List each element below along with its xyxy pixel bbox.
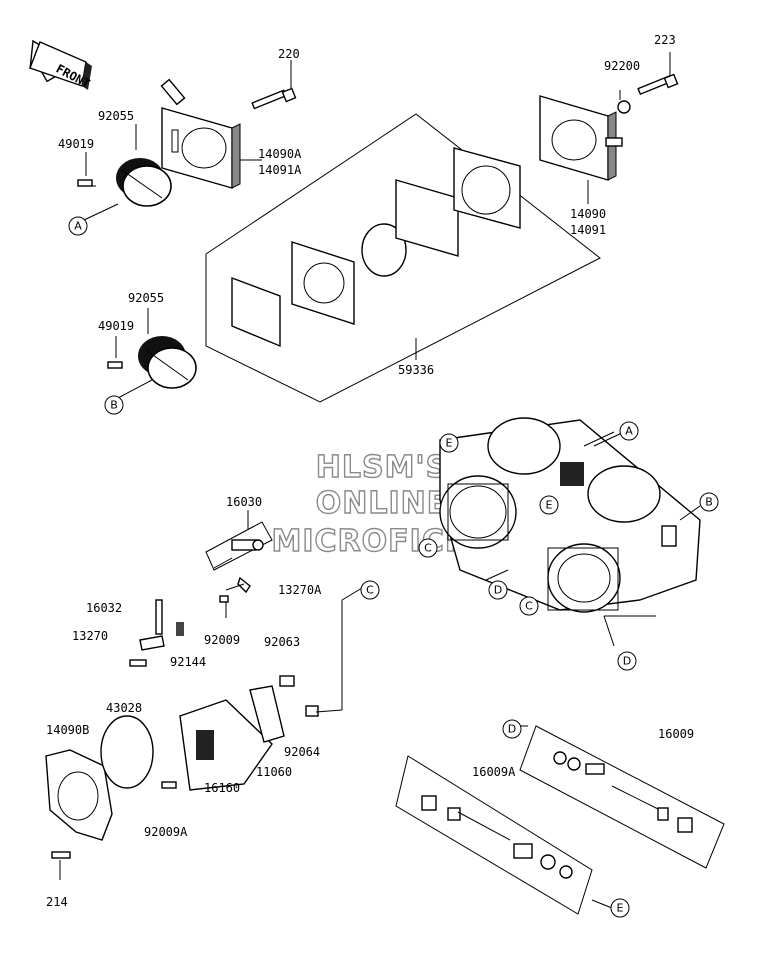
svg-text:A: A — [74, 220, 82, 233]
diaphragm-assembly — [45, 675, 319, 880]
svg-text:D: D — [623, 655, 631, 668]
kit-16009A — [395, 755, 593, 915]
label-14091: 14091 — [570, 223, 606, 237]
label-16032: 16032 — [86, 601, 122, 615]
label-14091A: 14091A — [258, 163, 302, 177]
gasket-92055-top — [77, 124, 172, 221]
cover-14090A — [160, 78, 262, 189]
svg-text:C: C — [525, 600, 533, 613]
label-92055-top: 92055 — [98, 109, 134, 123]
label-14090A: 14090A — [258, 147, 302, 161]
label-92063: 92063 — [264, 635, 300, 649]
label-16009: 16009 — [658, 727, 694, 741]
label-59336: 59336 — [398, 363, 434, 377]
svg-text:E: E — [617, 902, 624, 915]
label-14090: 14090 — [570, 207, 606, 221]
leader-lines — [225, 431, 701, 909]
idle-parts — [129, 510, 273, 667]
svg-text:B: B — [110, 399, 118, 412]
label-92055-lower: 92055 — [128, 291, 164, 305]
svg-text:E: E — [446, 437, 453, 450]
label-220: 220 — [278, 47, 300, 61]
svg-text:A: A — [625, 425, 633, 438]
label-16009A: 16009A — [472, 765, 516, 779]
label-92009A: 92009A — [144, 825, 188, 839]
callout-c-middle: C — [360, 580, 380, 600]
label-13270: 13270 — [72, 629, 108, 643]
label-13270A: 13270A — [278, 583, 322, 597]
svg-text:E: E — [546, 499, 553, 512]
callout-b-lower-left: B — [104, 395, 124, 415]
label-214: 214 — [46, 895, 68, 909]
label-14090B: 14090B — [46, 723, 89, 737]
label-49019-top: 49019 — [58, 137, 94, 151]
bolt-220 — [251, 60, 297, 110]
callouts: A B A B E E C C — [68, 216, 719, 918]
callout-d-right: D — [617, 651, 637, 671]
callout-a-throttle: A — [619, 421, 639, 441]
svg-text:C: C — [424, 542, 432, 555]
callout-b-throttle: B — [699, 492, 719, 512]
label-43028: 43028 — [106, 701, 142, 715]
label-92009: 92009 — [204, 633, 240, 647]
watermark-line-2: ONLINE — [316, 486, 449, 521]
part-labels: 220 92055 49019 14090A 14091A 223 92200 … — [46, 33, 694, 909]
kit-59336 — [205, 113, 601, 403]
callout-d-kit: D — [502, 719, 522, 739]
svg-text:B: B — [705, 496, 713, 509]
label-11060: 11060 — [256, 765, 292, 779]
callout-c-lower: C — [519, 596, 539, 616]
label-16030: 16030 — [226, 495, 262, 509]
callout-e-kit: E — [610, 898, 630, 918]
callout-e-upper: E — [439, 433, 459, 453]
front-arrow-icon: FRONT — [29, 39, 92, 91]
callout-a-top-left: A — [68, 216, 88, 236]
gasket-92055-lower — [107, 308, 197, 399]
label-92144: 92144 — [170, 655, 206, 669]
cover-14090 — [539, 52, 679, 204]
label-49019-lower: 49019 — [98, 319, 134, 333]
label-16160: 16160 — [204, 781, 240, 795]
callout-c-left: C — [418, 538, 438, 558]
label-92064: 92064 — [284, 745, 320, 759]
svg-text:D: D — [508, 723, 516, 736]
throttle-body — [439, 417, 701, 613]
svg-text:C: C — [366, 584, 374, 597]
label-92200: 92200 — [604, 59, 640, 73]
kit-16009 — [519, 725, 725, 869]
svg-text:D: D — [494, 584, 502, 597]
label-223: 223 — [654, 33, 676, 47]
callout-e-middle: E — [539, 495, 559, 515]
watermark-line-1: HLSM'S — [316, 450, 448, 485]
callout-d-left: D — [488, 580, 508, 600]
